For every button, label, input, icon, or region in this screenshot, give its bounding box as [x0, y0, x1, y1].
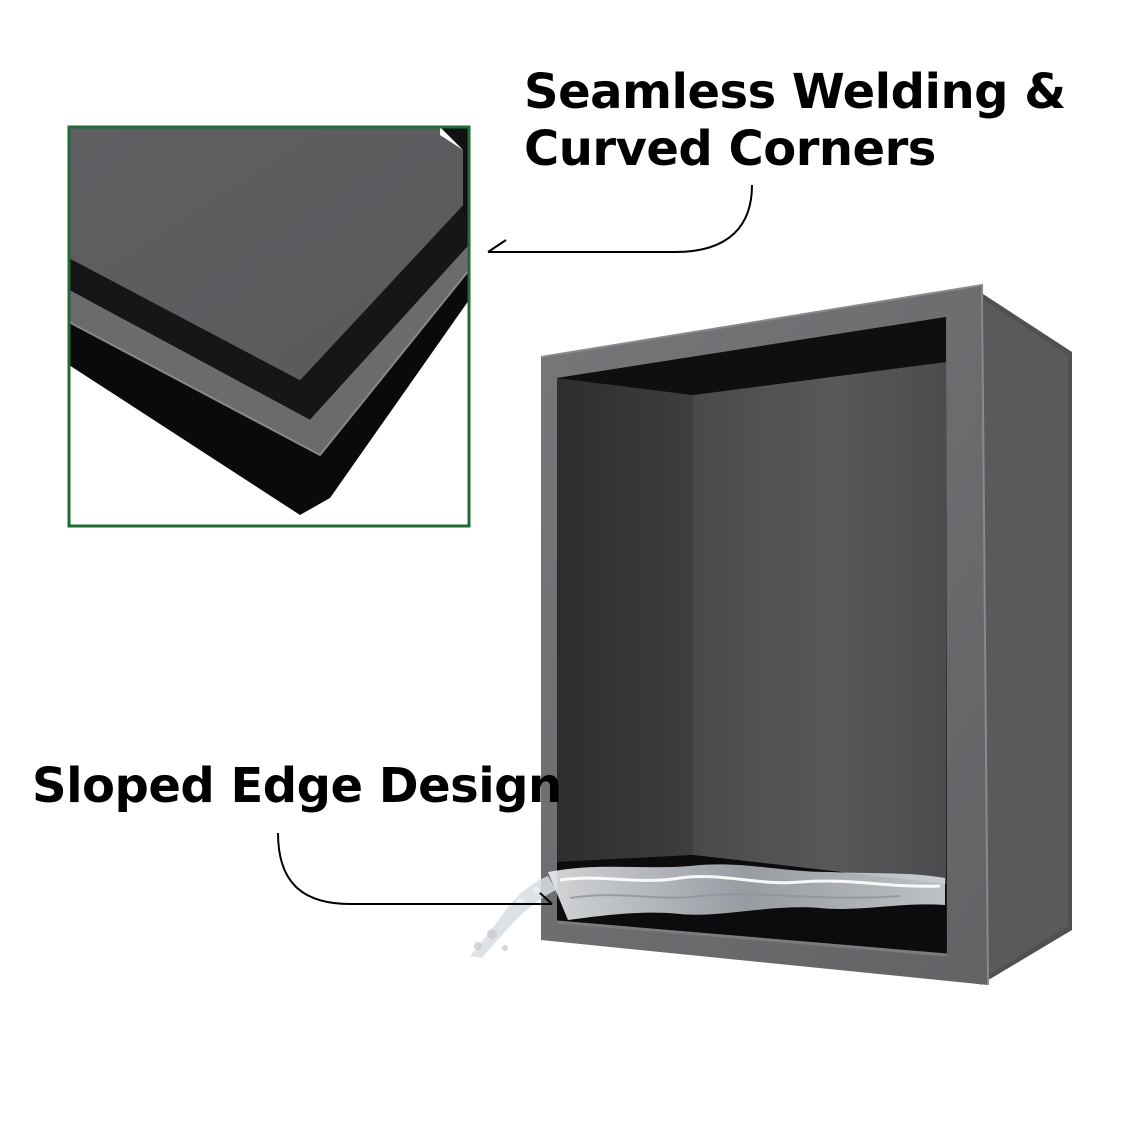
niche-back-wall — [693, 362, 946, 884]
callout-seamless-line2: Curved Corners — [524, 121, 936, 177]
leader-line-bottom — [277, 832, 553, 905]
callout-seamless-welding: Seamless Welding & Curved Corners — [524, 64, 1066, 178]
niche-left-wall — [557, 378, 693, 862]
corner-detail-inset — [67, 125, 471, 528]
leader-line-top — [487, 184, 753, 253]
inset-border — [67, 125, 471, 528]
water-splash — [470, 864, 945, 958]
callout-seamless-line1: Seamless Welding & — [524, 64, 1066, 120]
callout-sloped-edge: Sloped Edge Design — [32, 758, 562, 814]
